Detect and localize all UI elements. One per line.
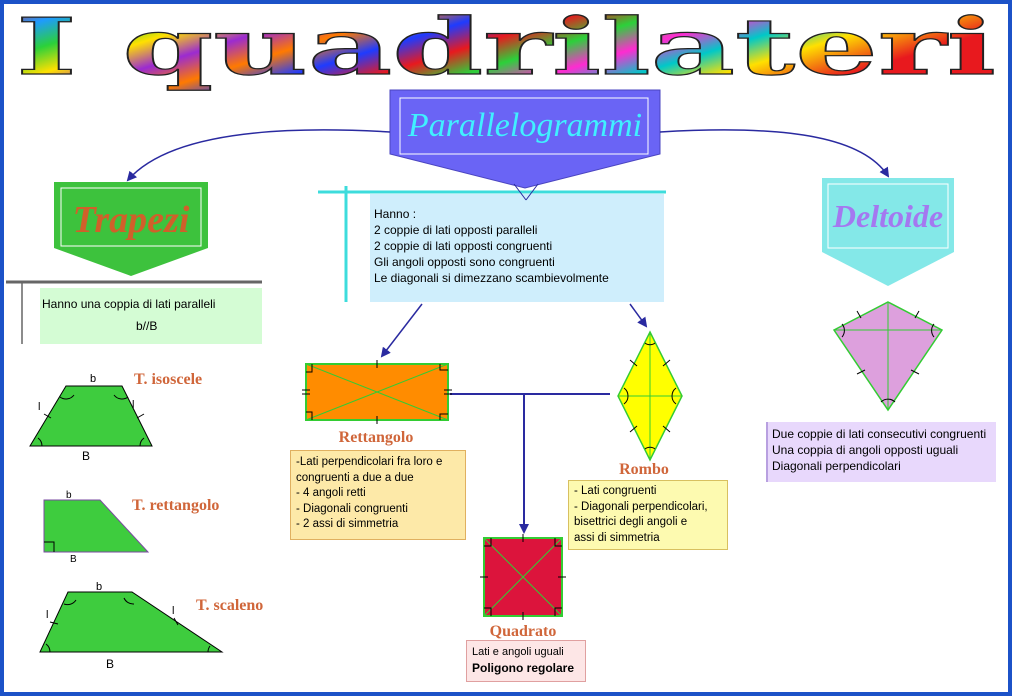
rombo-property: - Lati congruenti bbox=[574, 485, 657, 497]
parallelogram-properties: Hanno : 2 coppie di lati opposti paralle… bbox=[374, 206, 662, 286]
trapezi-info-bg bbox=[40, 288, 262, 344]
arrow-to-trapezi bbox=[126, 129, 391, 182]
parallelogram-property: 2 coppie di lati opposti congruenti bbox=[374, 239, 553, 253]
quadrato-label: Quadrato bbox=[490, 623, 557, 640]
arrow-to-deltoide bbox=[659, 129, 890, 178]
rombo-shape bbox=[617, 330, 683, 462]
trapezio-isoscele-label: T. isoscele bbox=[134, 371, 202, 388]
trapezio-isoscele-b: b bbox=[90, 373, 96, 385]
quadrato-property: Poligono regolare bbox=[472, 661, 575, 675]
trapezi-property: Hanno una coppia di lati paralleli bbox=[42, 297, 216, 311]
trapezio-scaleno-l1: l bbox=[46, 609, 48, 621]
arrow-to-rombo bbox=[629, 303, 648, 328]
deltoide-label: Deltoide bbox=[832, 198, 943, 234]
rettangolo-label: Rettangolo bbox=[339, 429, 414, 446]
quadrato-property: Lati e angoli uguali bbox=[472, 646, 564, 658]
deltoide-property: Due coppie di lati consecutivi congruent… bbox=[772, 427, 987, 441]
trapezio-scaleno-b: b bbox=[96, 581, 102, 593]
trapezi-parallel-notation: b//B bbox=[136, 319, 158, 333]
quadrato-shape bbox=[480, 534, 566, 620]
rombo-property: assi di simmetria bbox=[574, 531, 660, 544]
diagram-svg: I quadrilateri Parallelogrammi Trapezi D… bbox=[6, 4, 997, 671]
deltoide-property: Una coppia di angoli opposti uguali bbox=[772, 443, 959, 457]
rombo-property: bisettrici degli angoli e bbox=[574, 516, 688, 528]
trapezio-rettangolo-b: b bbox=[66, 490, 72, 501]
rettangolo-property: - 2 assi di simmetria bbox=[296, 518, 399, 530]
rombo-properties: - Lati congruenti - Diagonali perpendico… bbox=[568, 480, 728, 550]
deltoide-shape bbox=[832, 301, 944, 412]
trapezio-scaleno-l2: l bbox=[172, 605, 174, 617]
parallelogram-property: Hanno : bbox=[374, 207, 417, 221]
trapezio-rettangolo-shape bbox=[43, 499, 150, 553]
rombo-property: - Diagonali perpendicolari, bbox=[574, 500, 708, 513]
deltoide-property: Diagonali perpendicolari bbox=[772, 459, 901, 473]
trapezio-isoscele-shape bbox=[29, 385, 153, 447]
trapezio-rettangolo-label: T. rettangolo bbox=[132, 497, 219, 514]
trapezio-isoscele-B: B bbox=[82, 449, 90, 463]
parallelogram-property: 2 coppie di lati opposti paralleli bbox=[374, 223, 538, 237]
rombo-label: Rombo bbox=[619, 461, 669, 478]
arrow-to-rettangolo bbox=[380, 303, 423, 358]
rettangolo-property: -Lati perpendicolari fra loro e bbox=[296, 456, 443, 468]
trapezi-properties: Hanno una coppia di lati paralleli b//B bbox=[42, 293, 262, 337]
parallelogram-info-bg bbox=[370, 194, 664, 302]
trapezio-isoscele-l2: l bbox=[132, 399, 134, 411]
parallelogrammi-label: Parallelogrammi bbox=[407, 107, 642, 144]
rettangolo-properties: -Lati perpendicolari fra loro e congruen… bbox=[290, 450, 466, 540]
trapezio-scaleno-shape bbox=[39, 591, 224, 653]
rettangolo-shape bbox=[302, 360, 452, 424]
quadrato-properties: Lati e angoli uguali Poligono regolare bbox=[466, 640, 586, 682]
parallelogrammi-node: Parallelogrammi bbox=[389, 89, 661, 189]
deltoide-properties: Due coppie di lati consecutivi congruent… bbox=[766, 422, 996, 482]
trapezi-node: Trapezi bbox=[54, 182, 208, 276]
parallelogram-property: Le diagonali si dimezzano scambievolment… bbox=[374, 271, 609, 285]
rettangolo-property: congruenti a due a due bbox=[296, 471, 414, 484]
trapezi-label: Trapezi bbox=[73, 199, 190, 241]
trapezio-rettangolo-B: B bbox=[70, 554, 77, 565]
trapezio-scaleno-label: T. scaleno bbox=[196, 597, 263, 614]
rettangolo-property: - 4 angoli retti bbox=[296, 487, 366, 499]
page-title: I quadrilateri bbox=[16, 4, 996, 93]
parallelogram-property: Gli angoli opposti sono congruenti bbox=[374, 255, 555, 269]
trapezio-scaleno-B: B bbox=[106, 657, 114, 671]
deltoide-node: Deltoide bbox=[822, 178, 954, 286]
trapezio-isoscele-l1: l bbox=[38, 401, 40, 413]
rettangolo-property: - Diagonali congruenti bbox=[296, 502, 408, 515]
